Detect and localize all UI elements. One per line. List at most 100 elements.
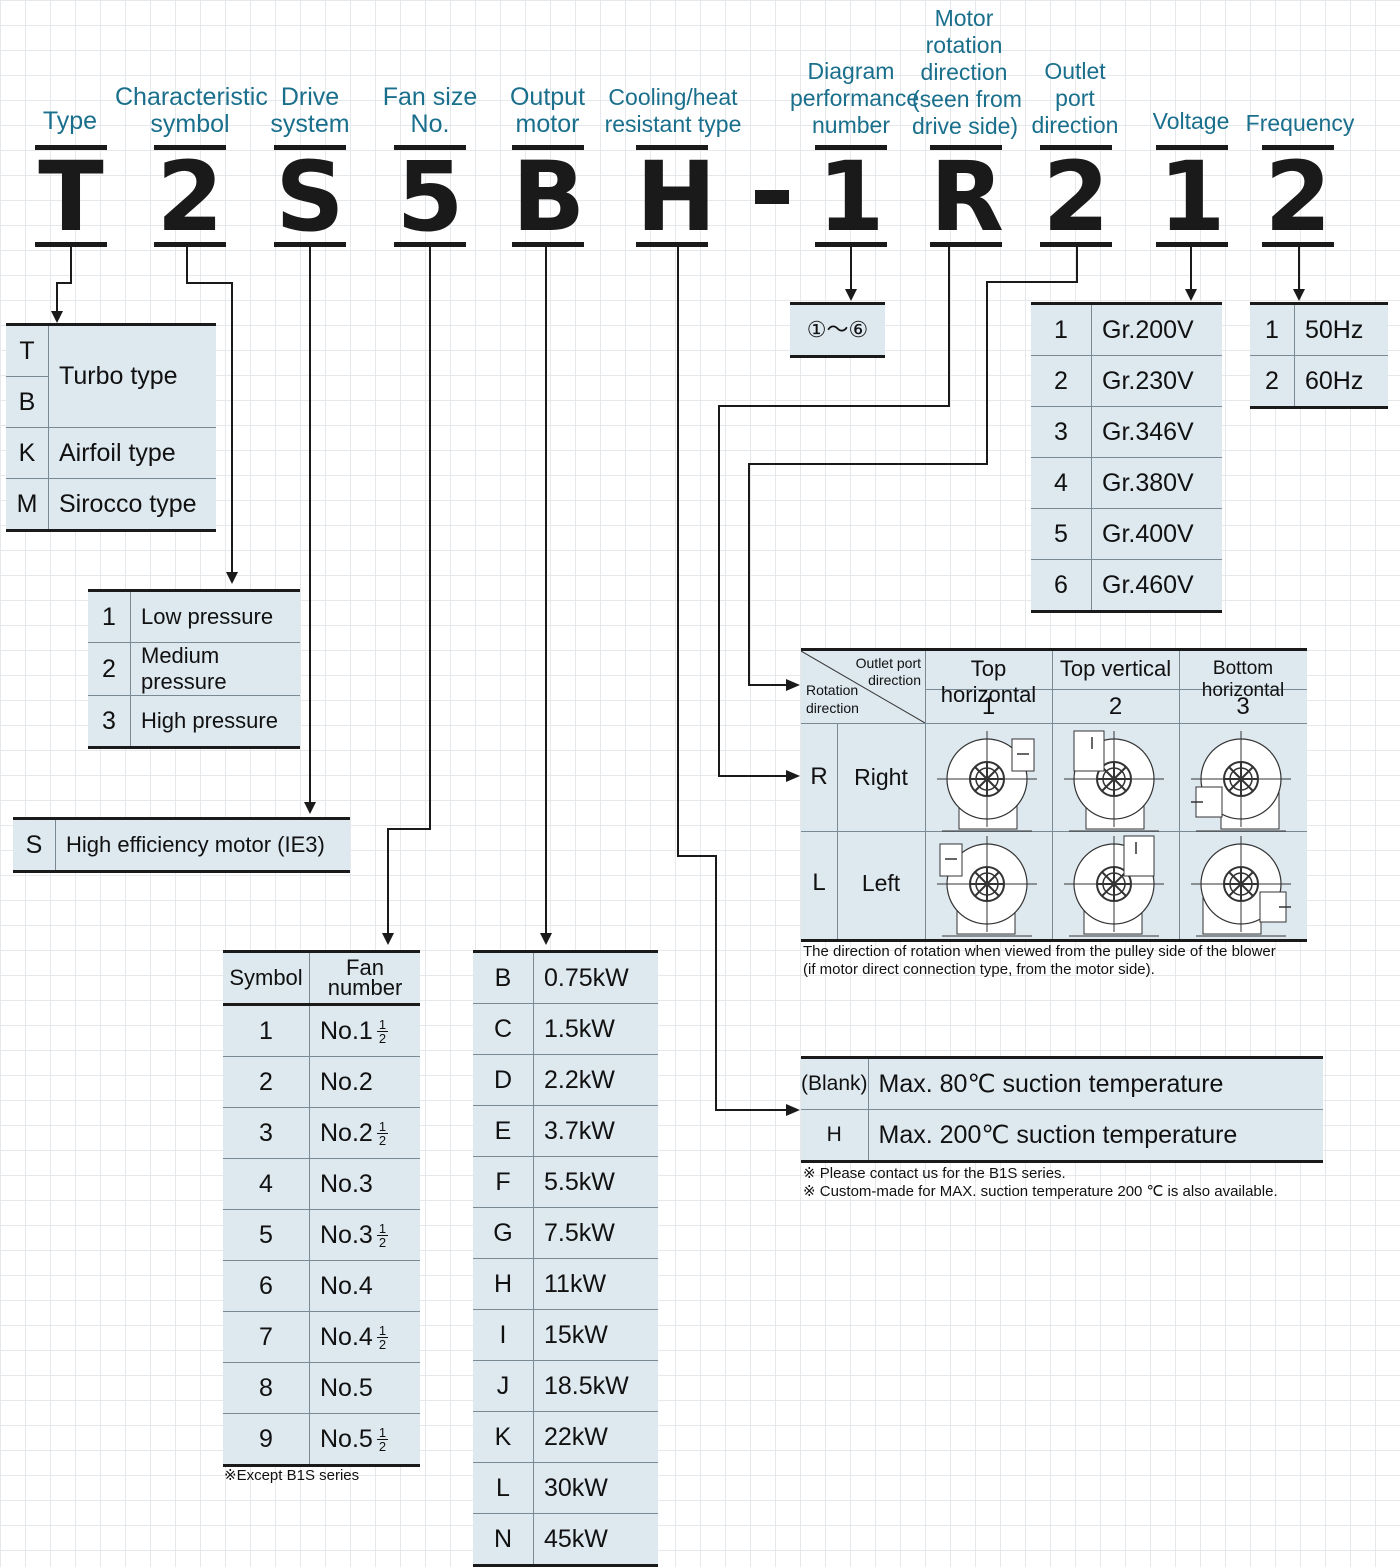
table-key: H xyxy=(801,1109,869,1163)
table-key: 1 xyxy=(1250,302,1295,356)
arrow-icon xyxy=(1293,289,1305,301)
table-value: Gr.400V xyxy=(1091,508,1222,560)
table-value: No.4 xyxy=(309,1260,420,1312)
connector xyxy=(677,247,679,857)
table-key: 9 xyxy=(223,1413,310,1467)
table-key: I xyxy=(473,1309,534,1361)
arrow-icon xyxy=(382,933,394,945)
corner-diagonal xyxy=(801,651,925,723)
connector xyxy=(677,855,717,857)
table-value: 7.5kW xyxy=(533,1207,658,1259)
connector xyxy=(715,855,717,1111)
table-key: 4 xyxy=(1031,457,1092,509)
col-bottom-horizontal: Bottom horizontal xyxy=(1201,658,1285,701)
code-dash xyxy=(755,190,789,204)
direction-note-1: The direction of rotation when viewed fr… xyxy=(803,943,1276,960)
fan-number: No.4 xyxy=(320,1322,373,1351)
bar xyxy=(1262,242,1334,247)
connector xyxy=(850,247,852,289)
table-value: Airfoil type xyxy=(48,427,216,479)
connector xyxy=(1076,247,1078,283)
table-key: K xyxy=(6,427,49,479)
connector xyxy=(186,282,233,284)
fraction-denominator: 2 xyxy=(378,1439,387,1455)
table-key: 6 xyxy=(223,1260,310,1312)
table-key: 4 xyxy=(223,1158,310,1210)
code-type: T xyxy=(38,141,104,253)
col-num: 3 xyxy=(1236,693,1250,720)
table-key: M xyxy=(6,478,49,532)
table-value: 15kW xyxy=(533,1309,658,1361)
table-value: No.2 xyxy=(309,1056,420,1108)
table-value: Max. 200℃ suction temperature xyxy=(868,1109,1323,1163)
arrow-icon xyxy=(845,289,857,301)
fan-number: No.5 xyxy=(320,1424,373,1453)
table-value: Max. 80℃ suction temperature xyxy=(868,1056,1323,1110)
fraction-numerator: 1 xyxy=(376,1017,389,1033)
col-num: 2 xyxy=(1108,693,1123,720)
connector xyxy=(718,405,950,407)
table-value: No.3 xyxy=(309,1158,420,1210)
col-top-horizontal: Top horizontal xyxy=(940,656,1037,707)
bar xyxy=(636,242,708,247)
table-value: Sirocco type xyxy=(48,478,216,532)
fan-number: No.2 xyxy=(320,1118,373,1147)
row-key: R xyxy=(810,763,828,790)
table-key: B xyxy=(473,950,534,1004)
row-label: Right xyxy=(854,764,908,790)
connector xyxy=(748,463,988,465)
table-key: 3 xyxy=(1031,406,1092,458)
bar xyxy=(1040,145,1112,150)
table-key: 2 xyxy=(223,1056,310,1108)
bar xyxy=(274,242,346,247)
table-key: 1 xyxy=(88,589,131,643)
table-key: G xyxy=(473,1207,534,1259)
table-value: 2.2kW xyxy=(533,1054,658,1106)
code-drive: S xyxy=(275,141,345,253)
bar xyxy=(815,145,887,150)
table-value: Low pressure xyxy=(130,589,300,643)
code-fan-size: 5 xyxy=(396,141,464,253)
table-key: 5 xyxy=(223,1209,310,1261)
fraction-denominator: 2 xyxy=(378,1133,387,1149)
table-value: Turbo type xyxy=(48,323,216,428)
connector xyxy=(70,247,72,283)
table-key: 6 xyxy=(1031,559,1092,613)
temp-note-2: ※ Custom-made for MAX. suction temperatu… xyxy=(803,1183,1278,1200)
table-key: D xyxy=(473,1054,534,1106)
code-frequency: 2 xyxy=(1264,141,1332,253)
header-type: Type xyxy=(42,107,98,135)
table-key: C xyxy=(473,1003,534,1055)
bar xyxy=(512,242,584,247)
connector xyxy=(948,247,950,407)
fan-illustrations xyxy=(936,730,1292,937)
table-value: Gr.346V xyxy=(1091,406,1222,458)
table-value: 50Hz xyxy=(1294,302,1388,356)
table-key: 1 xyxy=(1031,302,1092,356)
direction-note-2: (if motor direct connection type, from t… xyxy=(803,961,1155,978)
fan-number: No.2 xyxy=(320,1067,373,1096)
table-header: Symbol xyxy=(223,950,310,1006)
table-value: 0.75kW xyxy=(533,950,658,1004)
connector xyxy=(387,828,389,933)
